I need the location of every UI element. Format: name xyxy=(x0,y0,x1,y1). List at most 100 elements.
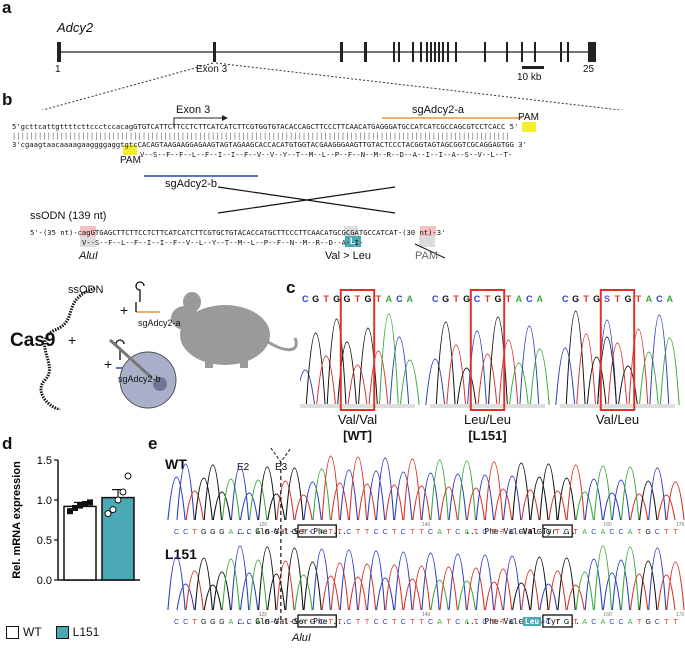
base-call: A xyxy=(319,529,324,536)
trace-peak xyxy=(566,584,585,611)
base-call: C xyxy=(238,619,243,626)
trace-peak xyxy=(539,583,558,611)
trace-peak xyxy=(566,464,585,521)
trace-peak xyxy=(430,459,449,521)
trace-peak xyxy=(586,356,607,406)
base-call: A xyxy=(464,529,469,536)
base-call: C xyxy=(619,619,624,626)
trace-peak xyxy=(221,558,241,611)
base-call: C xyxy=(455,529,460,536)
l151-aa-prefix: ... Phe-Val- xyxy=(465,617,523,626)
trace-peak xyxy=(508,362,529,406)
trace-peak xyxy=(602,492,622,521)
base-call: T xyxy=(501,529,506,536)
base-call: C xyxy=(455,619,460,626)
exon3-label: Exon 3 xyxy=(196,64,228,75)
base-call: C xyxy=(609,619,614,626)
base-call: T xyxy=(637,619,642,626)
base-call: G xyxy=(593,294,600,304)
l151-trace-label: L151 xyxy=(165,546,197,562)
trace-peak xyxy=(638,351,659,406)
base-call: C xyxy=(346,529,351,536)
trace-peak xyxy=(503,475,522,521)
base-call: C xyxy=(247,529,252,536)
base-call: T xyxy=(329,529,334,536)
base-call: T xyxy=(485,294,491,304)
trace-peak xyxy=(394,471,413,521)
trace-peak xyxy=(230,465,250,521)
base-call: T xyxy=(664,619,669,626)
base-call: A xyxy=(407,294,414,304)
trace-peak xyxy=(666,561,685,611)
e2-label: E2 xyxy=(237,462,250,473)
base-call: A xyxy=(601,529,606,536)
base-call: A xyxy=(386,294,393,304)
base-call: T xyxy=(392,529,397,536)
codon-box xyxy=(297,614,337,628)
base-call: C xyxy=(302,294,309,304)
base-call: G xyxy=(519,529,524,536)
position-label: 170 xyxy=(676,522,685,528)
genotype-label: Val/Val xyxy=(337,412,378,427)
base-call: G xyxy=(292,619,297,626)
base-call: A xyxy=(667,294,674,304)
base-call: A xyxy=(646,294,653,304)
base-call: G xyxy=(310,619,315,626)
base-call: T xyxy=(492,529,497,536)
trace-peak xyxy=(321,455,340,521)
bottom-strand-sequence: 3'cgaagtaacaaaagaaggggaggtgtcCACAGTAAGAA… xyxy=(12,140,527,149)
trace-peak xyxy=(430,579,449,611)
trace-peak xyxy=(584,558,603,611)
base-call: S xyxy=(604,294,610,304)
base-call: C xyxy=(482,619,487,626)
base-call: T xyxy=(637,529,642,536)
trace-peak xyxy=(267,493,286,521)
trace-peak xyxy=(185,490,204,521)
data-point xyxy=(67,508,73,515)
trace-peak xyxy=(239,572,259,611)
trace-peak xyxy=(376,457,395,521)
data-point xyxy=(72,505,78,511)
wt-aa-suffix: -Tyr ... xyxy=(537,527,576,536)
trace-peak xyxy=(412,565,431,611)
base-call: T xyxy=(615,294,621,304)
base-call: T xyxy=(574,619,579,626)
base-call: T xyxy=(301,529,306,536)
panel-letter-a: a xyxy=(2,0,12,17)
trace-peak xyxy=(630,493,649,521)
base-call: A xyxy=(628,619,633,626)
trace-peak xyxy=(258,546,277,611)
top-strand-sequence: 5'gcttcattgttttcttccctccacagGTGTCATTCTTC… xyxy=(12,122,519,131)
base-call: G xyxy=(210,619,215,626)
trace-peak xyxy=(477,353,498,406)
base-call: G xyxy=(210,529,215,536)
position-label: 140 xyxy=(422,612,431,618)
data-point xyxy=(77,502,83,509)
base-call: G xyxy=(364,294,371,304)
trace-peak xyxy=(639,560,658,611)
trace-peak xyxy=(339,549,359,611)
panel-letter-c: c xyxy=(286,278,296,297)
trace-peak xyxy=(203,464,222,521)
gene-name: Adcy2 xyxy=(57,20,94,35)
base-call: C xyxy=(401,619,406,626)
trace-peak xyxy=(285,467,304,521)
trace-peak xyxy=(457,460,476,521)
base-call: T xyxy=(492,619,497,626)
data-point xyxy=(114,496,122,504)
trace-peak xyxy=(368,350,389,406)
trace-peak xyxy=(194,557,213,611)
base-call: T xyxy=(323,294,329,304)
base-call: G xyxy=(265,619,270,626)
trace-peak xyxy=(555,347,576,406)
base-call: T xyxy=(574,529,579,536)
trace-peak xyxy=(493,488,513,521)
base-call: C xyxy=(174,619,179,626)
base-call: T xyxy=(555,529,560,536)
base-call: A xyxy=(437,619,442,626)
trace-peak xyxy=(439,486,458,521)
plus-sign-3: + xyxy=(104,356,113,372)
